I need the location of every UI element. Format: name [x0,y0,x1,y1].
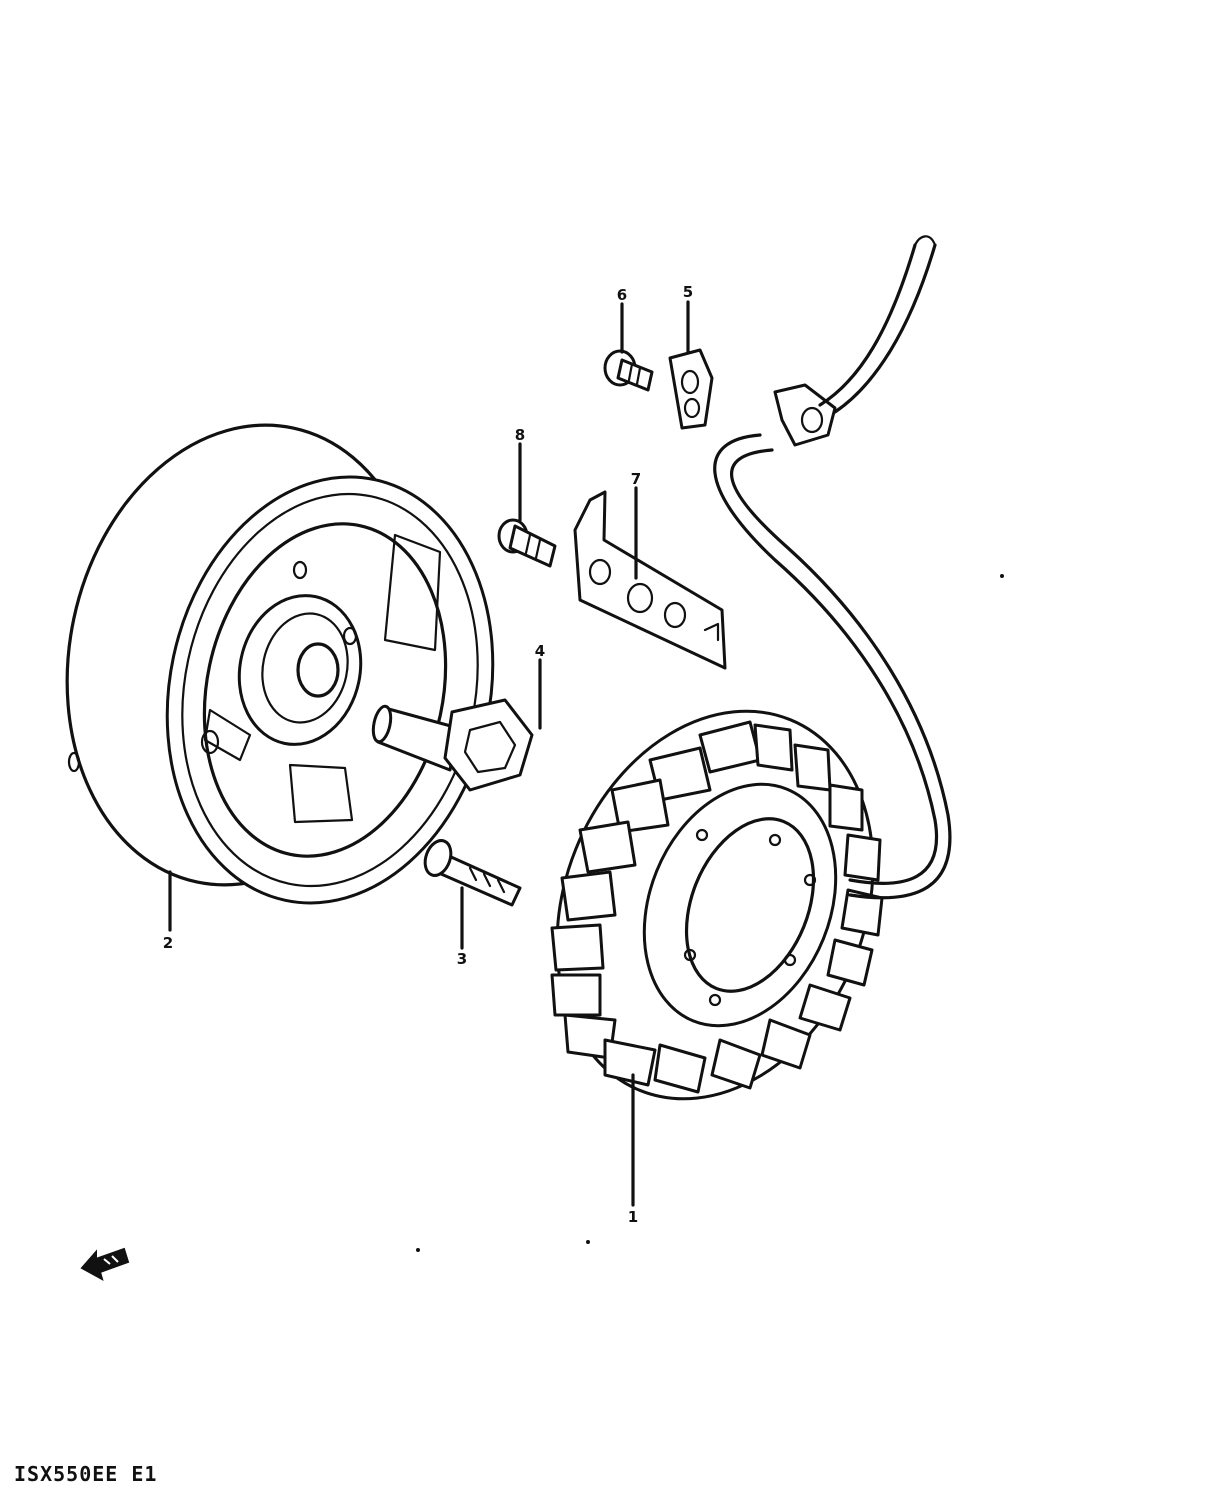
callout-6: 6 [616,286,628,304]
part-2-rotor[interactable] [26,392,532,934]
part-6-screw[interactable] [603,349,654,392]
callout-4: 4 [534,642,546,660]
callout-7: 7 [630,470,642,488]
model-code-label: ISX550EE E1 [14,1462,158,1486]
scan-specks [416,574,1004,1252]
callout-5: 5 [682,283,694,301]
callout-8: 8 [514,426,526,444]
stator-wire-harness [713,235,952,900]
callout-1: 1 [627,1208,639,1226]
front-direction-arrow-icon [80,1247,130,1282]
part-4-rotor-bolt[interactable] [370,698,534,792]
part-8-screw[interactable] [497,518,557,568]
leader-lines [168,300,690,1207]
part-5-clamp[interactable] [668,348,714,430]
part-7-plate[interactable] [573,490,727,670]
callout-2: 2 [162,934,174,952]
part-3-bolt[interactable] [421,837,522,907]
callout-3: 3 [456,950,468,968]
part-1-stator[interactable] [501,663,929,1146]
